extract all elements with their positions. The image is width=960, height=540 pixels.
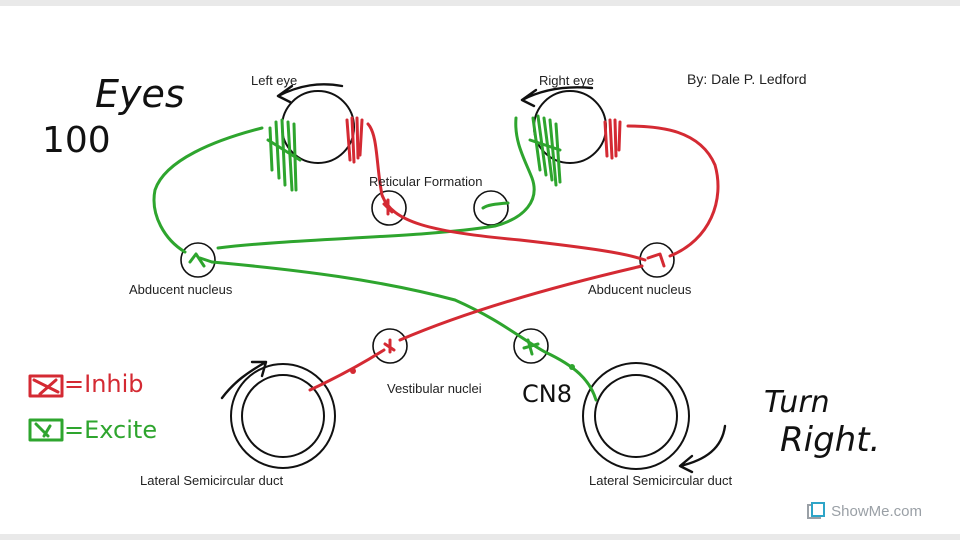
right-eye-rotation-arrow bbox=[520, 86, 594, 108]
excite-path-right-reticular bbox=[481, 201, 510, 210]
handwritten-turn: Turn bbox=[764, 385, 830, 420]
handwritten-count: 100 bbox=[42, 120, 111, 161]
showme-brand-text: ShowMe.com bbox=[831, 502, 922, 520]
inhibit-abducent-right-glyph bbox=[646, 252, 666, 268]
inhibit-reticular-left-glyph bbox=[382, 198, 394, 216]
handwritten-cn8: CN8 bbox=[522, 380, 572, 408]
excite-left-eye-strokes bbox=[266, 118, 302, 192]
excite-abducent-left-glyph bbox=[188, 252, 214, 268]
reticular-right-circle bbox=[473, 190, 509, 226]
top-border bbox=[0, 0, 960, 6]
left-eye-rotation-arrow bbox=[276, 83, 344, 104]
semicircular-duct-right-label: Lateral Semicircular duct bbox=[589, 473, 733, 488]
vestibular-nuclei-label: Vestibular nuclei bbox=[387, 381, 482, 396]
excite-path-abducent-to-left-eye bbox=[152, 126, 264, 254]
inhibit-vestibular-left-glyph bbox=[383, 338, 396, 354]
reticular-formation-label: Reticular Formation bbox=[369, 174, 483, 189]
vestibular-right-circle bbox=[513, 328, 549, 364]
inhibit-path-abducent-to-right-eye bbox=[626, 124, 720, 258]
right-duct-inner bbox=[594, 374, 678, 458]
showme-watermark: ShowMe.com bbox=[807, 502, 922, 520]
vestibular-left-circle bbox=[372, 328, 408, 364]
handwritten-eyes: Eyes bbox=[95, 72, 185, 116]
left-duct-outer bbox=[230, 363, 336, 469]
left-duct-flow-arrow bbox=[220, 360, 268, 400]
right-duct-flow-arrow bbox=[678, 424, 727, 474]
semicircular-duct-left-label: Lateral Semicircular duct bbox=[140, 473, 284, 488]
excite-right-eye-strokes bbox=[528, 114, 562, 187]
right-duct-outer bbox=[582, 362, 690, 470]
inhibit-legend-swatch bbox=[28, 374, 64, 398]
abducent-nucleus-right-label: Abducent nucleus bbox=[588, 282, 692, 297]
excite-legend-swatch bbox=[28, 418, 64, 442]
legend-excite-label: =Excite bbox=[64, 416, 158, 444]
right-eye-label: Right eye bbox=[539, 73, 594, 88]
abducent-left-circle bbox=[180, 242, 216, 278]
inhibit-path-duct-to-vestibular bbox=[308, 348, 386, 392]
abducent-nucleus-left-label: Abducent nucleus bbox=[129, 282, 233, 297]
author-credit: By: Dale P. Ledford bbox=[687, 71, 807, 87]
inhibit-path-left-eye-to-reticular bbox=[366, 122, 647, 262]
left-eye-label: Left eye bbox=[251, 73, 298, 88]
inhibit-dot bbox=[350, 368, 356, 374]
legend-inhibit-label: =Inhib bbox=[64, 370, 144, 398]
inhibit-right-eye-bar bbox=[603, 118, 622, 160]
showme-logo-icon bbox=[807, 502, 826, 520]
abducent-right-circle bbox=[639, 242, 675, 278]
left-duct-inner bbox=[241, 374, 325, 458]
excite-vestibular-right-glyph bbox=[522, 338, 540, 356]
inhibit-left-eye-bar bbox=[345, 116, 364, 164]
inhibit-path-vestibular-to-right-abducent bbox=[398, 264, 644, 342]
handwritten-right: Right. bbox=[780, 420, 881, 460]
excite-dot bbox=[569, 364, 575, 370]
excite-path-cross-to-right-eye bbox=[216, 116, 536, 250]
reticular-left-circle bbox=[371, 190, 407, 226]
bottom-border bbox=[0, 534, 960, 540]
